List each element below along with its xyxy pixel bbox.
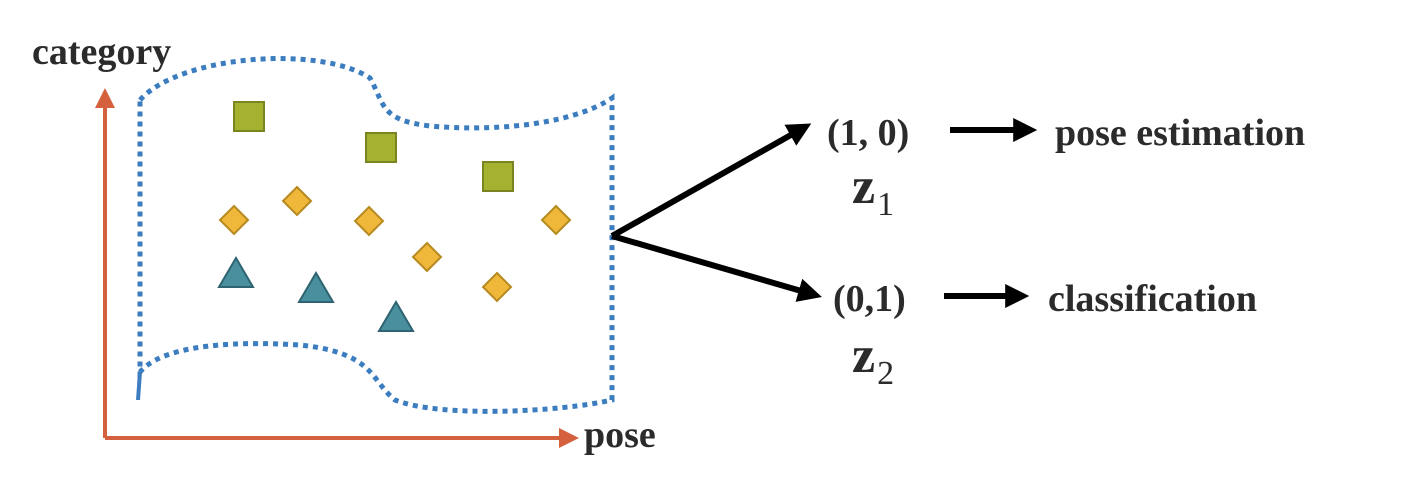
diamond-marker (281, 185, 313, 217)
diamond-marker (353, 205, 385, 237)
task-label-pose-estimation: pose estimation (1055, 112, 1305, 154)
diamond-marker (481, 271, 513, 303)
triangle-marker (297, 271, 335, 303)
diamond-marker (218, 204, 250, 236)
z-variable-1: z1 (852, 158, 894, 223)
category-axis-label: category (32, 31, 171, 73)
square-marker (365, 132, 397, 163)
manifold-left-tick (136, 371, 142, 401)
branch-arrow-down (611, 233, 822, 302)
square-marker (233, 101, 265, 132)
z-variable-2: z2 (852, 327, 894, 392)
task-label-classification: classification (1048, 278, 1257, 320)
vector-label-2: (0,1) (833, 278, 906, 320)
triangle-marker (377, 300, 415, 332)
pose-axis-label: pose (584, 414, 656, 456)
diamond-marker (411, 241, 443, 273)
vector-label-1: (1, 0) (827, 112, 909, 154)
manifold-boundary (137, 56, 615, 414)
square-marker (482, 161, 514, 192)
diamond-marker (540, 204, 572, 236)
triangle-marker (217, 256, 255, 288)
branch-arrow-up (610, 123, 812, 239)
